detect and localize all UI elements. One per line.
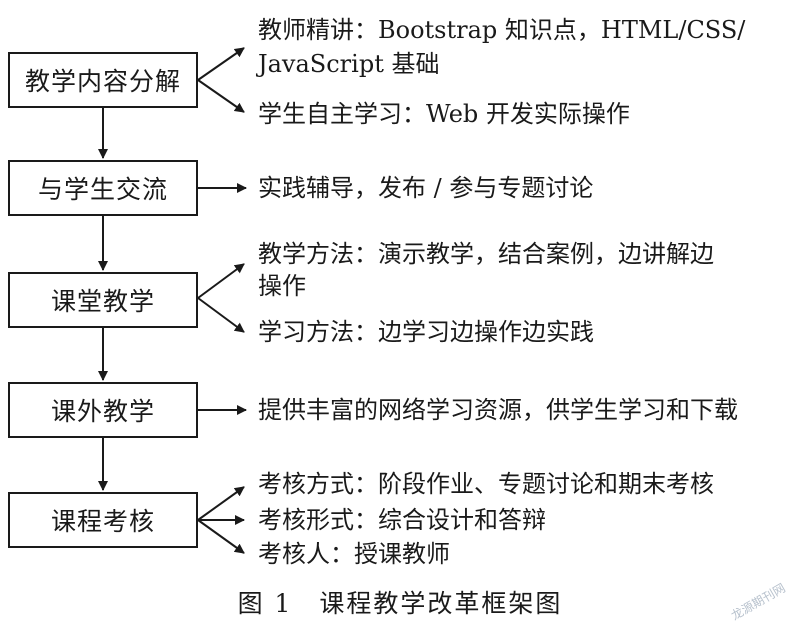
arrow-stage1-branch-1 [197,47,245,81]
stage-box-extracurricular-teaching: 课外教学 [8,382,198,438]
detail-assessor: 考核人：授课教师 [258,540,450,568]
detail-self-study: 学生自主学习：Web 开发实际操作 [258,100,630,128]
stage-label: 课堂教学 [50,287,155,316]
detail-teaching-method-line1: 教学方法：演示教学，结合案例，边讲解边 [258,240,714,268]
figure-caption: 图 1 课程教学改革框架图 [237,589,563,618]
arrow-stage3-branch-2 [197,297,245,333]
stage-box-content-decomposition: 教学内容分解 [8,52,198,108]
detail-teaching-method-line2: 操作 [258,272,306,300]
stage-box-classroom-teaching: 课堂教学 [8,272,198,328]
detail-assessment-method: 考核方式：阶段作业、专题讨论和期末考核 [258,470,714,498]
stage-label: 教学内容分解 [24,67,181,96]
stage-label: 课程考核 [50,507,155,536]
detail-teacher-lecture-line1: 教师精讲：Bootstrap 知识点，HTML/CSS/ [258,16,746,44]
detail-practice-guidance: 实践辅导，发布 / 参与专题讨论 [258,174,594,202]
detail-online-resources: 提供丰富的网络学习资源，供学生学习和下载 [258,396,738,424]
arrow-stage3-branch-1 [197,263,245,299]
arrow-stage5-branch-3 [197,519,245,554]
stage-label: 与学生交流 [37,175,168,204]
arrow-stage1-branch-2 [197,79,245,113]
arrow-stage5-branch-1 [197,486,245,521]
stage-label: 课外教学 [50,397,155,426]
detail-assessment-form: 考核形式：综合设计和答辩 [258,506,546,534]
detail-learning-method: 学习方法：边学习边操作边实践 [258,318,594,346]
detail-teacher-lecture-line2: JavaScript 基础 [258,50,440,78]
stage-box-course-assessment: 课程考核 [8,492,198,548]
stage-box-student-communication: 与学生交流 [8,160,198,216]
